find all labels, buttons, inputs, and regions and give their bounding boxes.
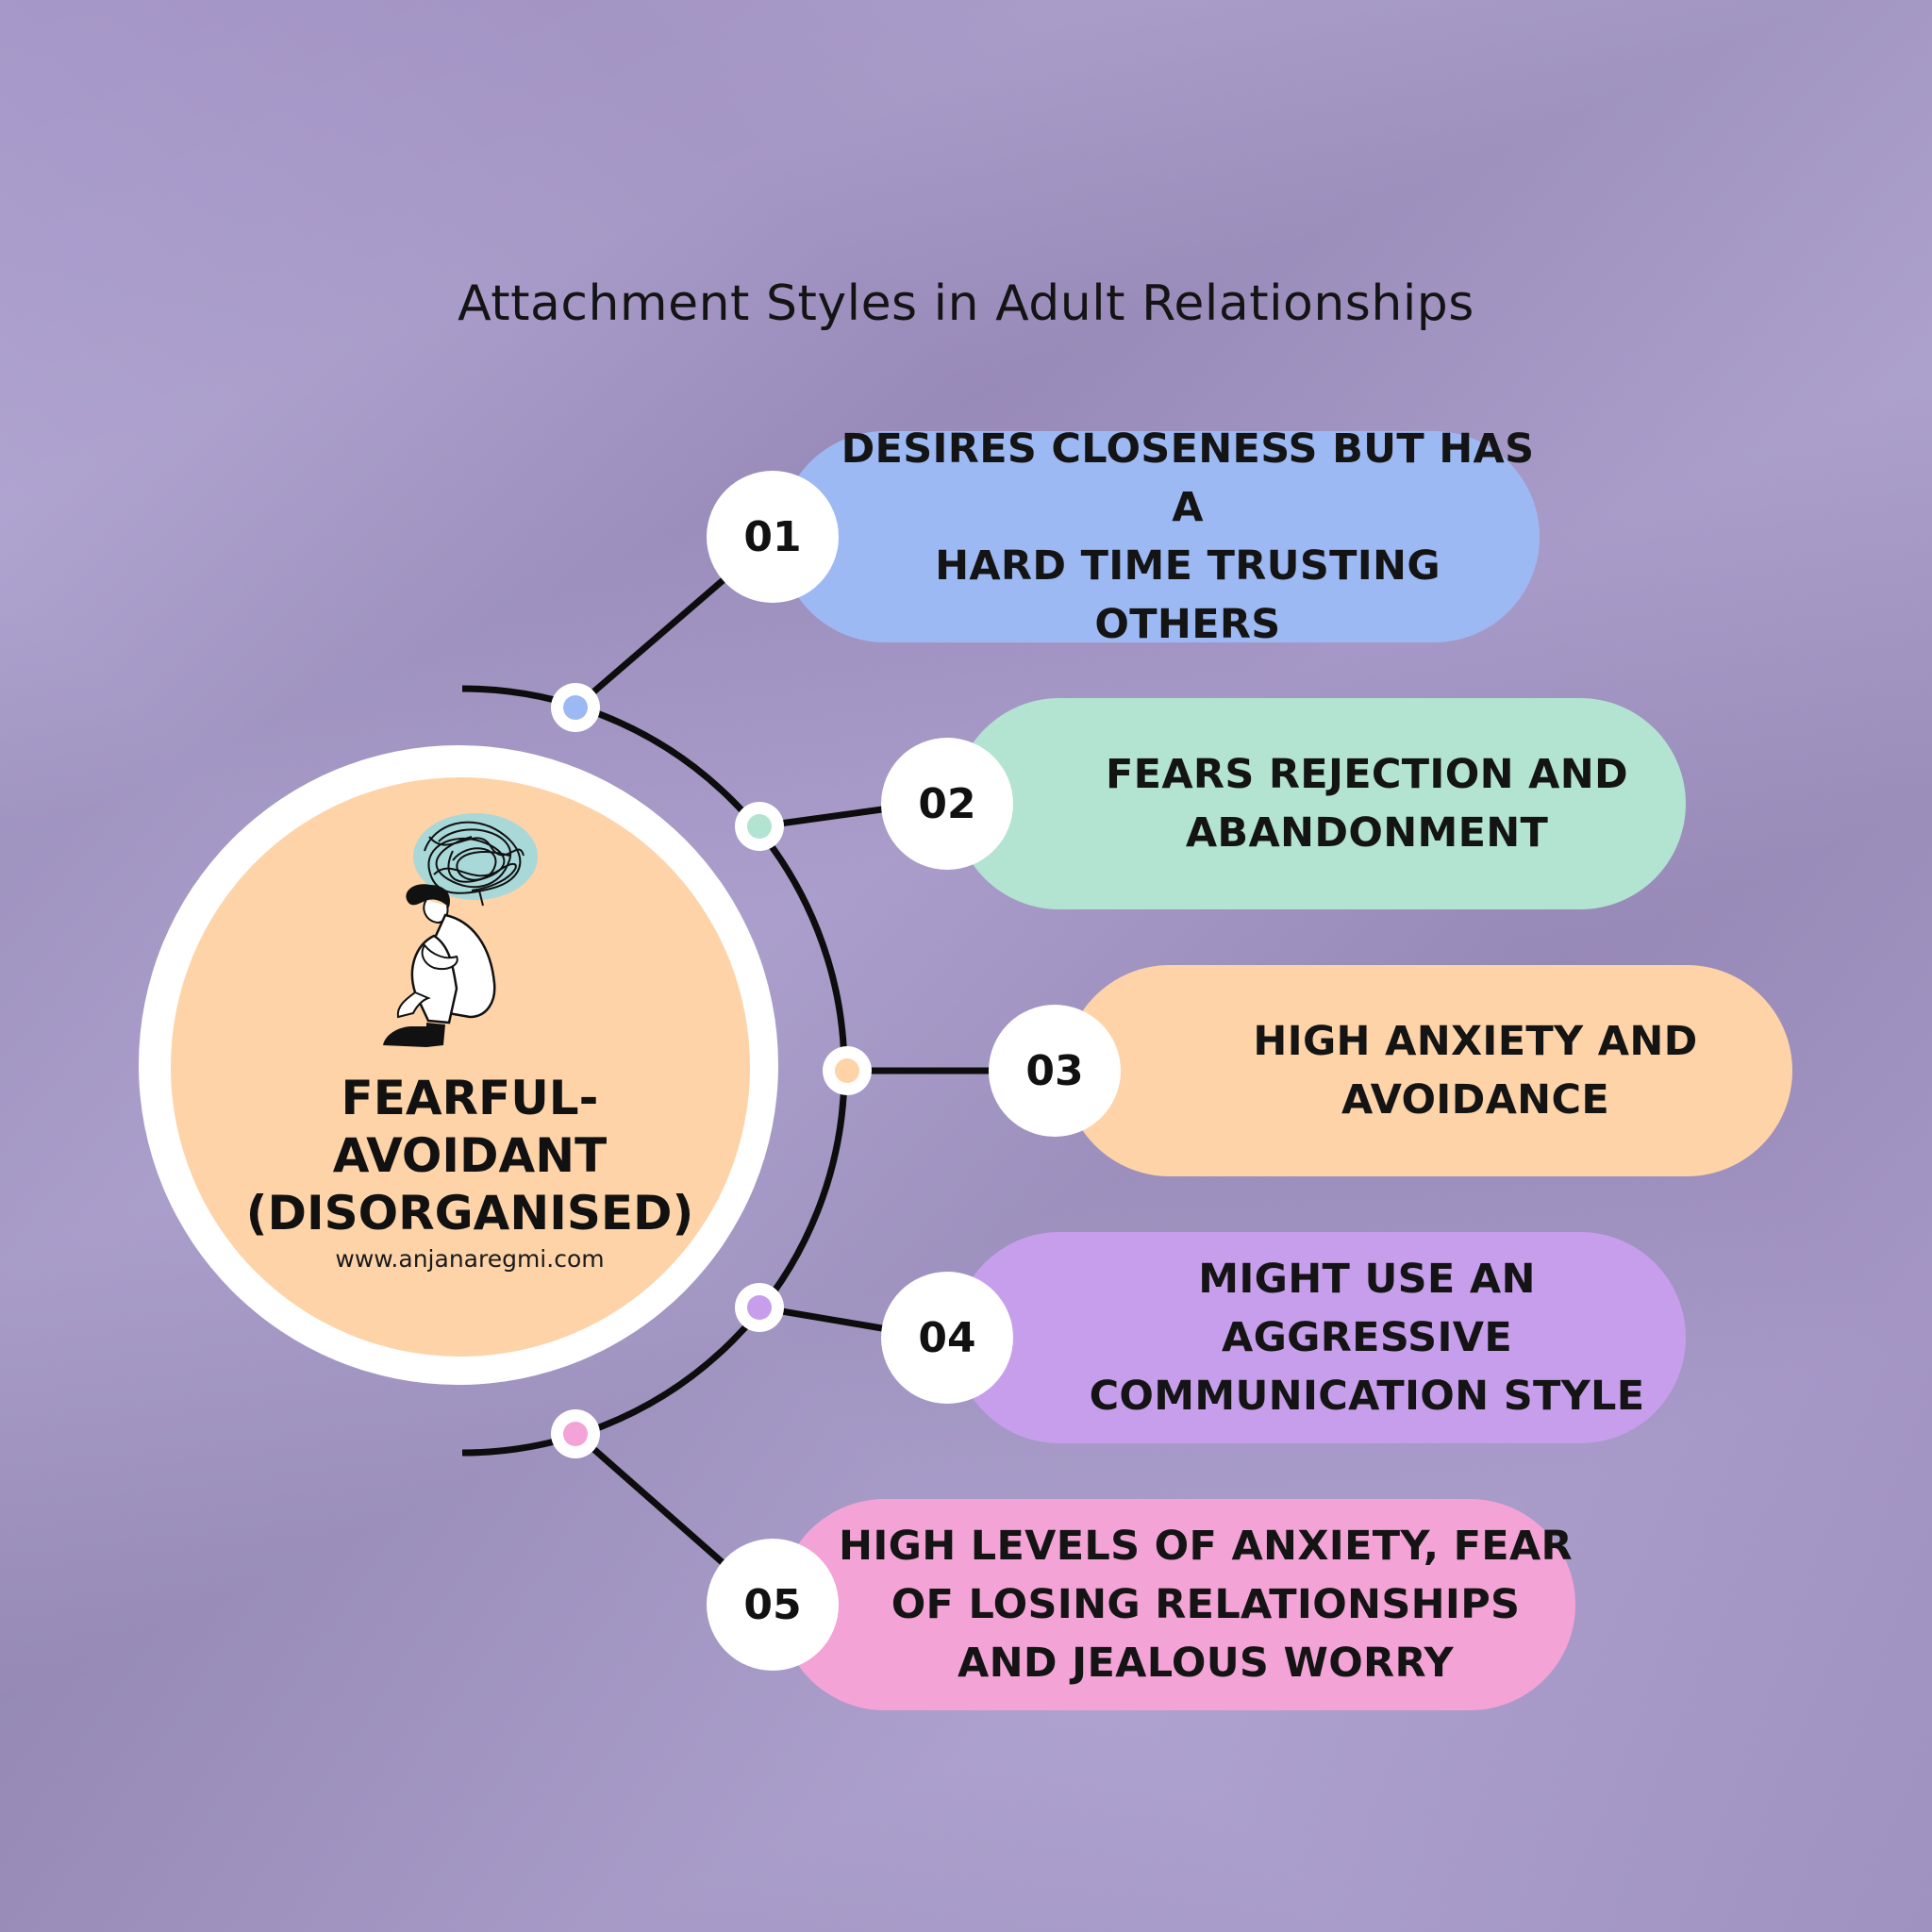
tangled-thought-cloud <box>413 813 538 907</box>
item-04-pill: MIGHT USE AN AGGRESSIVE COMMUNICATION ST… <box>954 1232 1686 1443</box>
item-04-text: MIGHT USE AN AGGRESSIVE COMMUNICATION ST… <box>1089 1256 1645 1420</box>
website-url: www.anjanaregmi.com <box>335 1245 605 1273</box>
item-05-dot <box>551 1409 600 1458</box>
connector-line-01 <box>573 575 729 710</box>
connector-line-05 <box>573 1430 729 1569</box>
item-05-text: HIGH LEVELS OF ANXIETY, FEAR OF LOSING R… <box>839 1523 1573 1687</box>
item-01-number: 01 <box>707 471 839 603</box>
item-04-dot <box>735 1283 784 1332</box>
item-01-text: DESIRES CLOSENESS BUT HAS A HARD TIME TR… <box>841 425 1535 648</box>
sitting-person <box>383 884 496 1047</box>
item-05-pill: HIGH LEVELS OF ANXIETY, FEAR OF LOSING R… <box>779 1499 1575 1710</box>
item-03-text: HIGH ANXIETY AND AVOIDANCE <box>1253 1018 1698 1124</box>
item-02-number: 02 <box>881 738 1013 870</box>
item-03-number: 03 <box>989 1005 1121 1137</box>
item-04-number: 04 <box>881 1272 1013 1404</box>
item-01-dot <box>551 683 600 732</box>
item-02-pill: FEARS REJECTION AND ABANDONMENT <box>954 698 1686 909</box>
item-03-pill: HIGH ANXIETY AND AVOIDANCE <box>1064 965 1792 1176</box>
page-title: Attachment Styles in Adult Relationships <box>458 275 1474 332</box>
anxious-person-illustration <box>383 813 538 1047</box>
item-03-dot <box>823 1046 872 1095</box>
item-02-text: FEARS REJECTION AND ABANDONMENT <box>1106 751 1628 857</box>
attachment-style-name: FEARFUL- AVOIDANT (DISORGANISED) <box>245 1071 694 1241</box>
item-01-pill: DESIRES CLOSENESS BUT HAS A HARD TIME TR… <box>779 425 1540 648</box>
item-02-dot <box>735 802 784 851</box>
item-05-number: 05 <box>707 1539 839 1671</box>
